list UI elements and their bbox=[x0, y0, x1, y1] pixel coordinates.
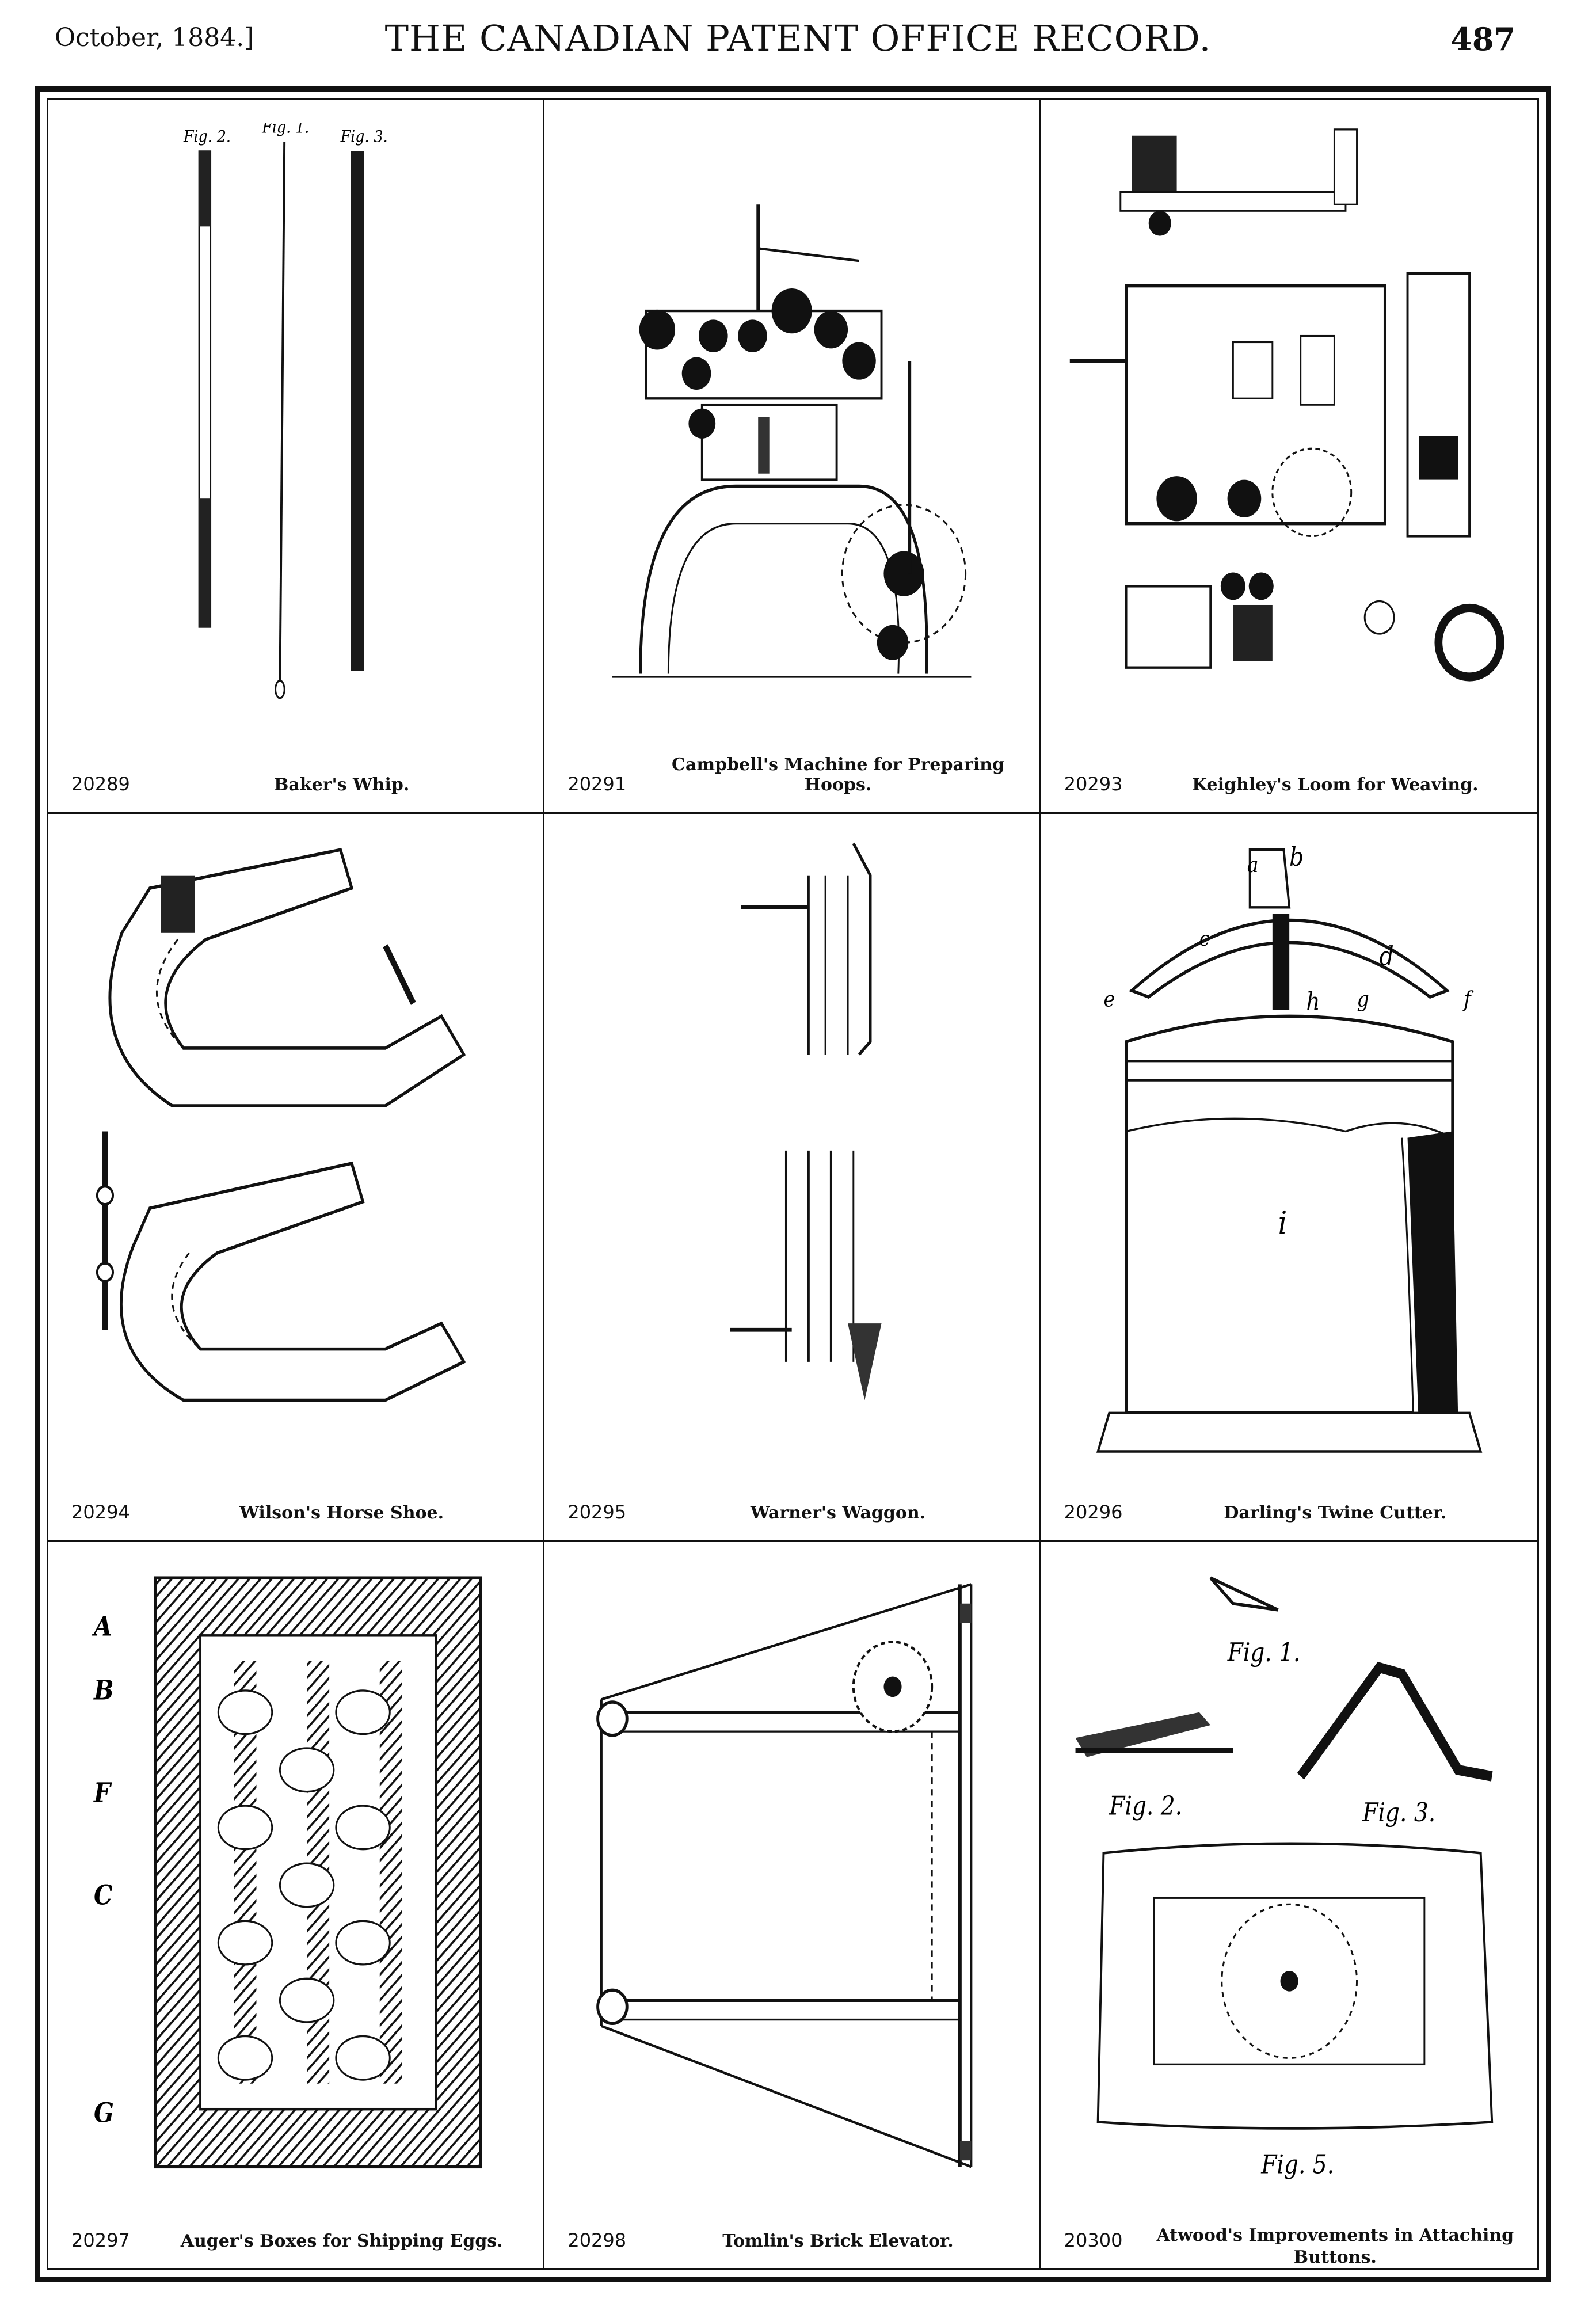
waggon-illustration bbox=[567, 837, 1016, 1477]
patent-title: Campbell's Machine for Preparing Hoops. bbox=[672, 755, 1004, 795]
patent-cell-buttons: Fig. 1. Fig. 2. Fig. 3. Fig. 5. 20300 At… bbox=[1041, 1542, 1537, 2268]
horse-shoe-illustration bbox=[71, 837, 520, 1477]
twine-label-b: b bbox=[1289, 842, 1304, 872]
egg-label-f: F bbox=[93, 1777, 112, 1809]
hoop-machine-illustration bbox=[567, 123, 1016, 749]
buttons-fig3-label: Fig. 3. bbox=[1362, 1797, 1435, 1827]
patent-number: 20298 bbox=[567, 2229, 627, 2251]
patent-grid: Fig. 2. Fig. 1. Fig. 3. 20289 Baker's Wh… bbox=[48, 100, 1537, 2268]
whip-fig3-label: Fig. 3. bbox=[340, 127, 388, 146]
patent-number: 20293 bbox=[1064, 773, 1123, 795]
loom-illustration bbox=[1064, 123, 1514, 749]
whip-fig1-label: Fig. 1. bbox=[261, 123, 309, 137]
twine-label-g: g bbox=[1357, 987, 1369, 1013]
patent-cell-whip: Fig. 2. Fig. 1. Fig. 3. 20289 Baker's Wh… bbox=[48, 100, 545, 814]
patent-number: 20300 bbox=[1064, 2229, 1123, 2251]
patent-title: Keighley's Loom for Weaving. bbox=[1192, 775, 1479, 795]
plate-frame: Fig. 2. Fig. 1. Fig. 3. 20289 Baker's Wh… bbox=[35, 86, 1551, 2282]
egg-label-b: B bbox=[93, 1675, 113, 1706]
patent-title: Tomlin's Brick Elevator. bbox=[722, 2231, 954, 2251]
patent-title: Warner's Waggon. bbox=[750, 1503, 926, 1523]
buttons-fig1-label: Fig. 1. bbox=[1226, 1637, 1300, 1667]
patent-number: 20296 bbox=[1064, 1501, 1123, 1523]
egg-boxes-illustration: A B F C G bbox=[71, 1565, 520, 2205]
patent-number: 20294 bbox=[71, 1501, 130, 1523]
patent-cell-egg-boxes: A B F C G 20297 Auger's Boxes for Shippi… bbox=[48, 1542, 545, 2268]
patent-number: 20289 bbox=[71, 773, 130, 795]
twine-cutter-illustration: a b c d e f g h i bbox=[1064, 837, 1514, 1477]
whip-fig2-label: Fig. 2. bbox=[183, 127, 231, 146]
egg-label-a: A bbox=[92, 1611, 112, 1642]
issue-date: October, 1884.] bbox=[55, 23, 254, 52]
patent-cell-horse-shoe: 20294 Wilson's Horse Shoe. bbox=[48, 814, 545, 1542]
whip-illustration: Fig. 2. Fig. 1. Fig. 3. bbox=[71, 118, 520, 749]
patent-cell-waggon: 20295 Warner's Waggon. bbox=[544, 814, 1041, 1542]
patent-number: 20297 bbox=[71, 2229, 130, 2251]
publication-title: THE CANADIAN PATENT OFFICE RECORD. bbox=[384, 17, 1212, 59]
twine-label-c: c bbox=[1199, 927, 1209, 950]
patent-title: Darling's Twine Cutter. bbox=[1224, 1503, 1447, 1523]
patent-title: Auger's Boxes for Shipping Eggs. bbox=[180, 2231, 503, 2251]
egg-label-g: G bbox=[94, 2098, 114, 2129]
twine-label-a: a bbox=[1247, 852, 1258, 878]
twine-label-h: h bbox=[1306, 988, 1320, 1016]
buttons-fig5-label: Fig. 5. bbox=[1260, 2149, 1334, 2179]
brick-elevator-illustration bbox=[567, 1565, 1016, 2205]
patent-cell-twine-cutter: a b c d e f g h i 20296 Darling's Twine … bbox=[1041, 814, 1537, 1542]
patent-cell-brick-elevator: 20298 Tomlin's Brick Elevator. bbox=[544, 1542, 1041, 2268]
page-number: 487 bbox=[1450, 21, 1515, 58]
patent-cell-loom: 20293 Keighley's Loom for Weaving. bbox=[1041, 100, 1537, 814]
patent-title: Baker's Whip. bbox=[274, 775, 410, 795]
patent-number: 20295 bbox=[567, 1501, 627, 1523]
twine-label-f: f bbox=[1462, 987, 1474, 1013]
page-header: October, 1884.] THE CANADIAN PATENT OFFI… bbox=[0, 17, 1596, 69]
patent-title: Atwood's Improvements in Attaching Butto… bbox=[1156, 2225, 1514, 2267]
patent-number: 20291 bbox=[567, 773, 627, 795]
buttons-illustration: Fig. 1. Fig. 2. Fig. 3. Fig. 5. bbox=[1064, 1565, 1514, 2205]
buttons-fig2-label: Fig. 2. bbox=[1109, 1791, 1182, 1821]
patent-cell-hoop-machine: 20291 Campbell's Machine for Preparing H… bbox=[544, 100, 1041, 814]
patent-title: Wilson's Horse Shoe. bbox=[239, 1503, 444, 1523]
twine-label-i: i bbox=[1278, 1204, 1287, 1242]
twine-label-e: e bbox=[1103, 987, 1115, 1013]
egg-label-c: C bbox=[94, 1880, 113, 1911]
twine-label-d: d bbox=[1379, 941, 1393, 971]
